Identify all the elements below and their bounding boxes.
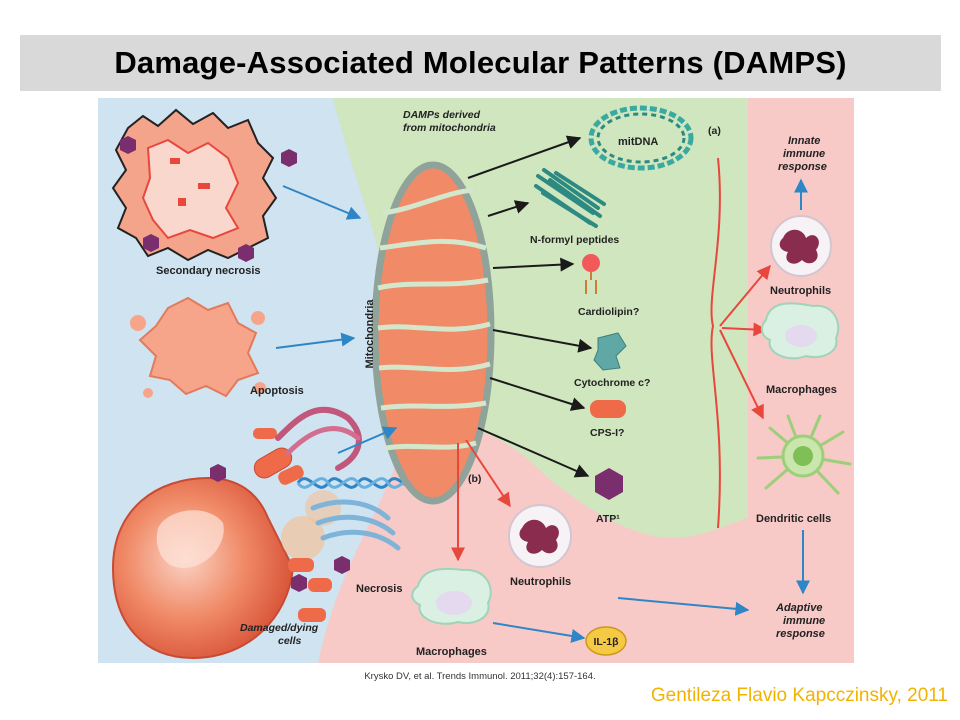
label-neutrophils-bottom: Neutrophils [510,576,571,588]
label-nformyl: N-formyl peptides [530,234,619,246]
arrow-mito-to-atp [477,427,590,478]
damps-diagram: Secondary necrosis Apoptosis [98,98,854,663]
cytochrome-molecule [593,332,627,371]
label-necrosis: Necrosis [356,583,402,595]
arrow-mito-to-cps [489,377,586,411]
arrow-a-to-neutrophils [719,264,771,327]
mitdna-ring [588,105,694,171]
dna-helix [296,477,420,489]
credit: Gentileza Flavio Kapcczinsky, 2011 [650,685,948,706]
citation: Krysko DV, et al. Trends Immunol. 2011;3… [364,671,596,682]
apoptosis-cell [130,296,266,398]
arrow-necrosis-to-mito [282,185,362,220]
arrow-macrophages-to-il1b [492,622,586,643]
atp-molecule [143,234,159,252]
mitochondrion [371,161,495,505]
label-macrophages-bottom: Macrophages [416,646,487,658]
label-il1b: IL-1β [593,636,619,648]
golgi-stack [310,499,401,551]
macrophage-cell-bottom [411,567,492,625]
arrow-a-to-dendritic [719,329,764,420]
nformyl-peptides [534,168,606,228]
label-adaptive-line1: Adaptive [775,602,822,614]
label-pathway-b: (b) [468,473,481,485]
atp-molecule [291,574,307,592]
label-mitdna: mitDNA [618,136,658,148]
label-atp: ATP¹ [596,513,620,525]
released-mitochondria [253,428,332,622]
dendritic-cell [756,414,852,495]
atp-molecule [281,149,297,167]
arrow-mito-to-mitdna [467,135,582,179]
arrow-b-to-neutrophils [465,439,511,508]
il1b-badge [585,626,627,656]
arrow-a-to-macrophages [721,322,768,337]
label-innate-line2: immune [783,148,825,160]
label-neutrophils-right: Neutrophils [770,285,831,297]
neutrophil-cell-right [770,215,832,277]
label-dendritic: Dendritic cells [756,513,831,525]
arrow-damaged-to-mito [337,426,398,454]
arrow-mito-to-cardiolipin [492,257,575,272]
label-secondary-necrosis: Secondary necrosis [156,265,261,277]
atp-molecule [238,244,254,262]
cardiolipin-molecule [582,254,600,294]
label-mito-header-line1: DAMPs derived [403,109,481,121]
label-mitochondria: Mitochondria [364,299,376,369]
label-cardiolipin: Cardiolipin? [578,306,639,318]
atp-molecule [120,136,136,154]
label-apoptosis: Apoptosis [250,385,304,397]
atp-molecule [334,556,350,574]
arrow-mito-to-cytochrome [492,329,593,353]
label-adaptive-line3: response [776,628,825,640]
label-adaptive-line2: immune [783,615,825,627]
label-innate-line1: Innate [788,135,820,147]
atp-molecule [210,464,226,482]
label-innate-line3: response [778,161,827,173]
label-macrophages-right: Macrophages [766,384,837,396]
label-damaged-cells-line2: cells [278,635,302,647]
macrophage-cell-right [760,302,840,360]
er-ribbons [275,406,362,471]
neutrophil-cell-bottom [508,504,572,568]
label-cps: CPS-I? [590,427,624,439]
cps-molecule [590,400,626,418]
page-title: Damage-Associated Molecular Patterns (DA… [114,45,847,80]
secondary-necrosis-cell [111,108,278,262]
label-cytochrome: Cytochrome c? [574,377,650,389]
label-mito-header-line2: from mitochondria [403,122,496,134]
pathway-a-bracket [710,157,721,529]
arrow-apoptosis-to-mito [275,332,356,349]
label-pathway-a: (a) [708,125,721,137]
arrow-mito-to-nformyl [487,200,530,217]
arrow-neutrophils-to-adaptive [617,597,750,616]
title-bar: Damage-Associated Molecular Patterns (DA… [20,35,941,91]
atp-molecule [595,468,623,500]
label-damaged-cells-line1: Damaged/dying [240,622,319,634]
